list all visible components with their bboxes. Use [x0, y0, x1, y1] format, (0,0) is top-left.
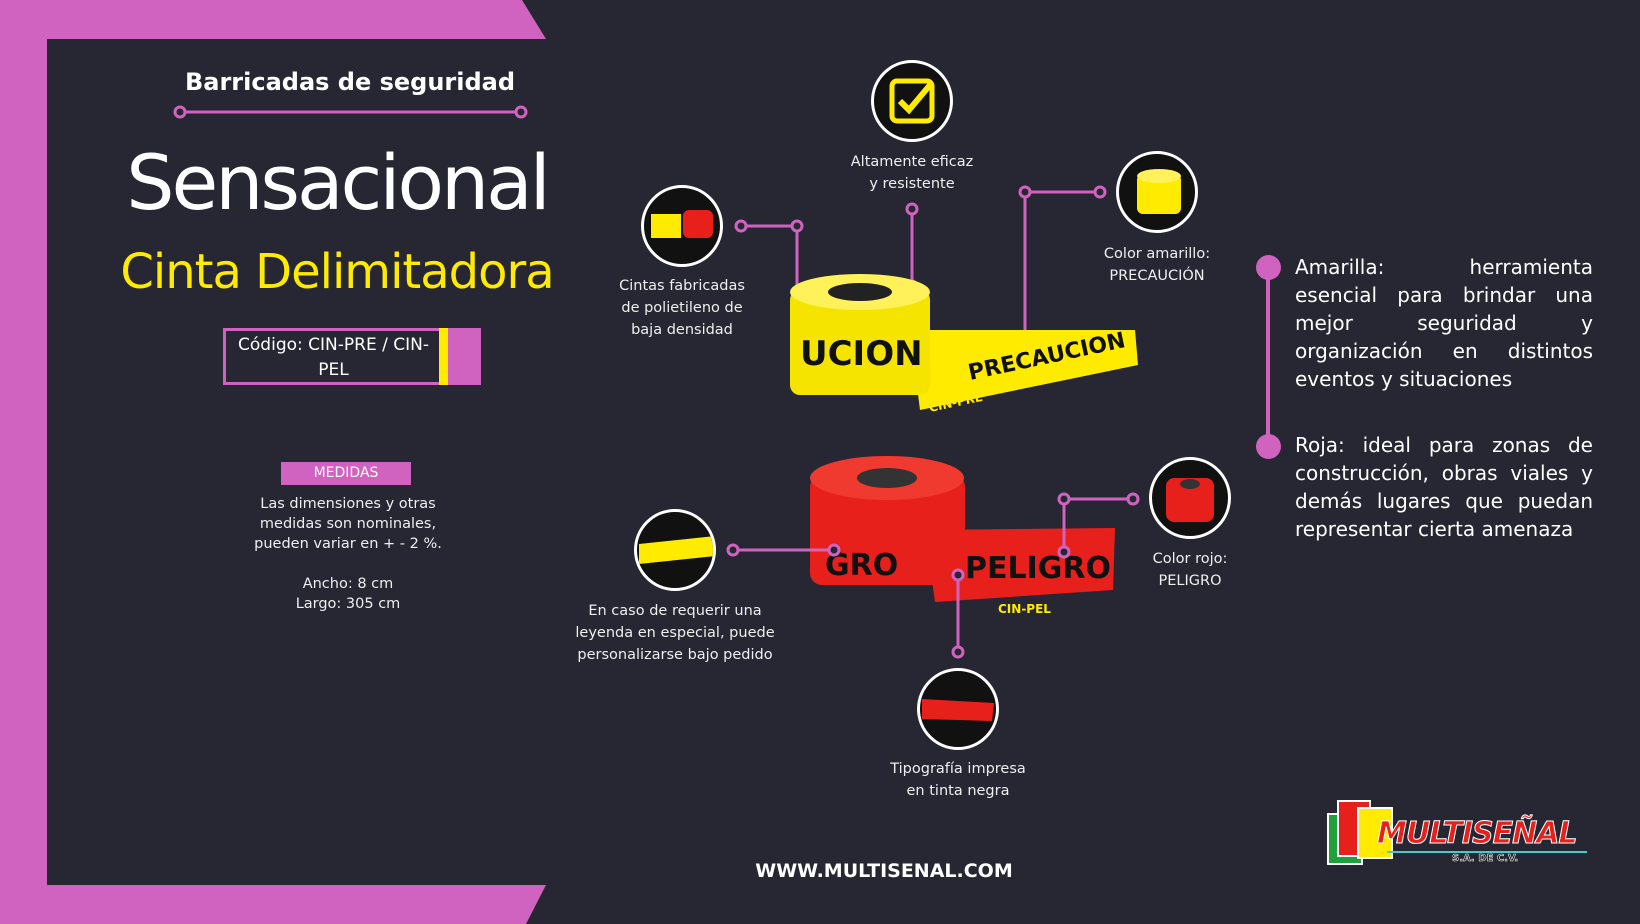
- caption-line: personalizarse bajo pedido: [577, 647, 773, 663]
- pink-accent-bar: [448, 328, 481, 385]
- medidas-note: Las dimensiones y otras medidas son nomi…: [248, 494, 448, 614]
- yellow-tape-roll: UCION PRECAUCION CIN-PRE: [790, 274, 1138, 415]
- note-line: Las dimensiones y otras: [260, 496, 436, 512]
- caption-line: en tinta negra: [906, 783, 1010, 799]
- logo-wordmark: MULTISEÑAL: [1377, 816, 1579, 852]
- frame-left-band: [0, 0, 47, 924]
- code-box: Código: CIN-PRE / CIN-PEL: [223, 328, 481, 385]
- caption-amarillo: Color amarillo: PRECAUCIÓN: [1104, 243, 1210, 287]
- caption-line: baja densidad: [631, 322, 733, 338]
- caption-eficaz: Altamente eficaz y resistente: [851, 151, 974, 195]
- red-tape-code: CIN-PEL: [998, 602, 1051, 616]
- bullet-roja: Roja: ideal para zonas de construcción, …: [1295, 433, 1593, 541]
- product-code: Código: CIN-PRE / CIN-PEL: [238, 335, 429, 380]
- caption-line: de polietileno de: [621, 300, 743, 316]
- yellow-accent-bar: [439, 328, 448, 385]
- medidas-label: MEDIDAS: [281, 462, 411, 485]
- bullet-amarilla: Amarilla: herramienta esencial para brin…: [1295, 255, 1593, 391]
- yellow-red-rolls-icon: [641, 185, 723, 267]
- caption-polietileno: Cintas fabricadas de polietileno de baja d…: [619, 275, 745, 341]
- precaucion-tape-icon: [634, 509, 716, 591]
- caption-line: PELIGRO: [1158, 573, 1222, 589]
- caption-line: y resistente: [869, 176, 955, 192]
- ancho-value: Ancho: 8 cm: [302, 576, 394, 592]
- bullet-dot: [1256, 255, 1281, 280]
- caption-line: En caso de requerir una: [588, 603, 762, 619]
- subtitle: Cinta Delimitadora: [120, 244, 554, 300]
- caption-line: leyenda en especial, puede: [575, 625, 775, 641]
- caption-rojo: Color rojo: PELIGRO: [1153, 548, 1228, 592]
- caption-line: PRECAUCIÓN: [1109, 268, 1205, 284]
- checkmark-icon: [871, 60, 953, 142]
- red-tape-roll: GRO PELIGRO CIN-PEL: [810, 456, 1115, 616]
- logo-suffix: S.A. DE C.V.: [1452, 853, 1519, 865]
- yellow-roll-text: UCION: [800, 334, 923, 374]
- caption-line: Color amarillo:: [1103, 246, 1211, 262]
- caption-line: Cintas fabricadas: [619, 278, 745, 294]
- caption-line: Color rojo:: [1152, 551, 1228, 567]
- yellow-roll-icon: [1116, 151, 1198, 233]
- bullet-dot: [1256, 434, 1281, 459]
- kicker: Barricadas de seguridad: [184, 68, 516, 96]
- red-roll-icon: [1149, 457, 1231, 539]
- main-title: Sensacional: [126, 138, 551, 227]
- multisenal-logo: MULTISEÑAL S.A. DE C.V.: [1327, 800, 1592, 870]
- caption-leyenda: En caso de requerir una leyenda en especi…: [575, 600, 774, 666]
- caption-line: Altamente eficaz: [850, 154, 974, 170]
- website-link[interactable]: WWW.MULTISENAL.COM: [755, 860, 1013, 882]
- frame-top-band: [0, 0, 546, 39]
- frame-bottom-band: [0, 885, 546, 924]
- caption-line: Tipografía impresa: [890, 761, 1026, 777]
- note-line: pueden variar en + - 2 %.: [254, 536, 442, 552]
- peligro-tape-icon: [917, 668, 999, 750]
- note-line: medidas son nominales,: [259, 516, 437, 532]
- largo-value: Largo: 305 cm: [295, 596, 401, 612]
- red-tape-text: PELIGRO: [965, 551, 1111, 586]
- caption-tipografia: Tipografía impresa en tinta negra: [890, 758, 1026, 802]
